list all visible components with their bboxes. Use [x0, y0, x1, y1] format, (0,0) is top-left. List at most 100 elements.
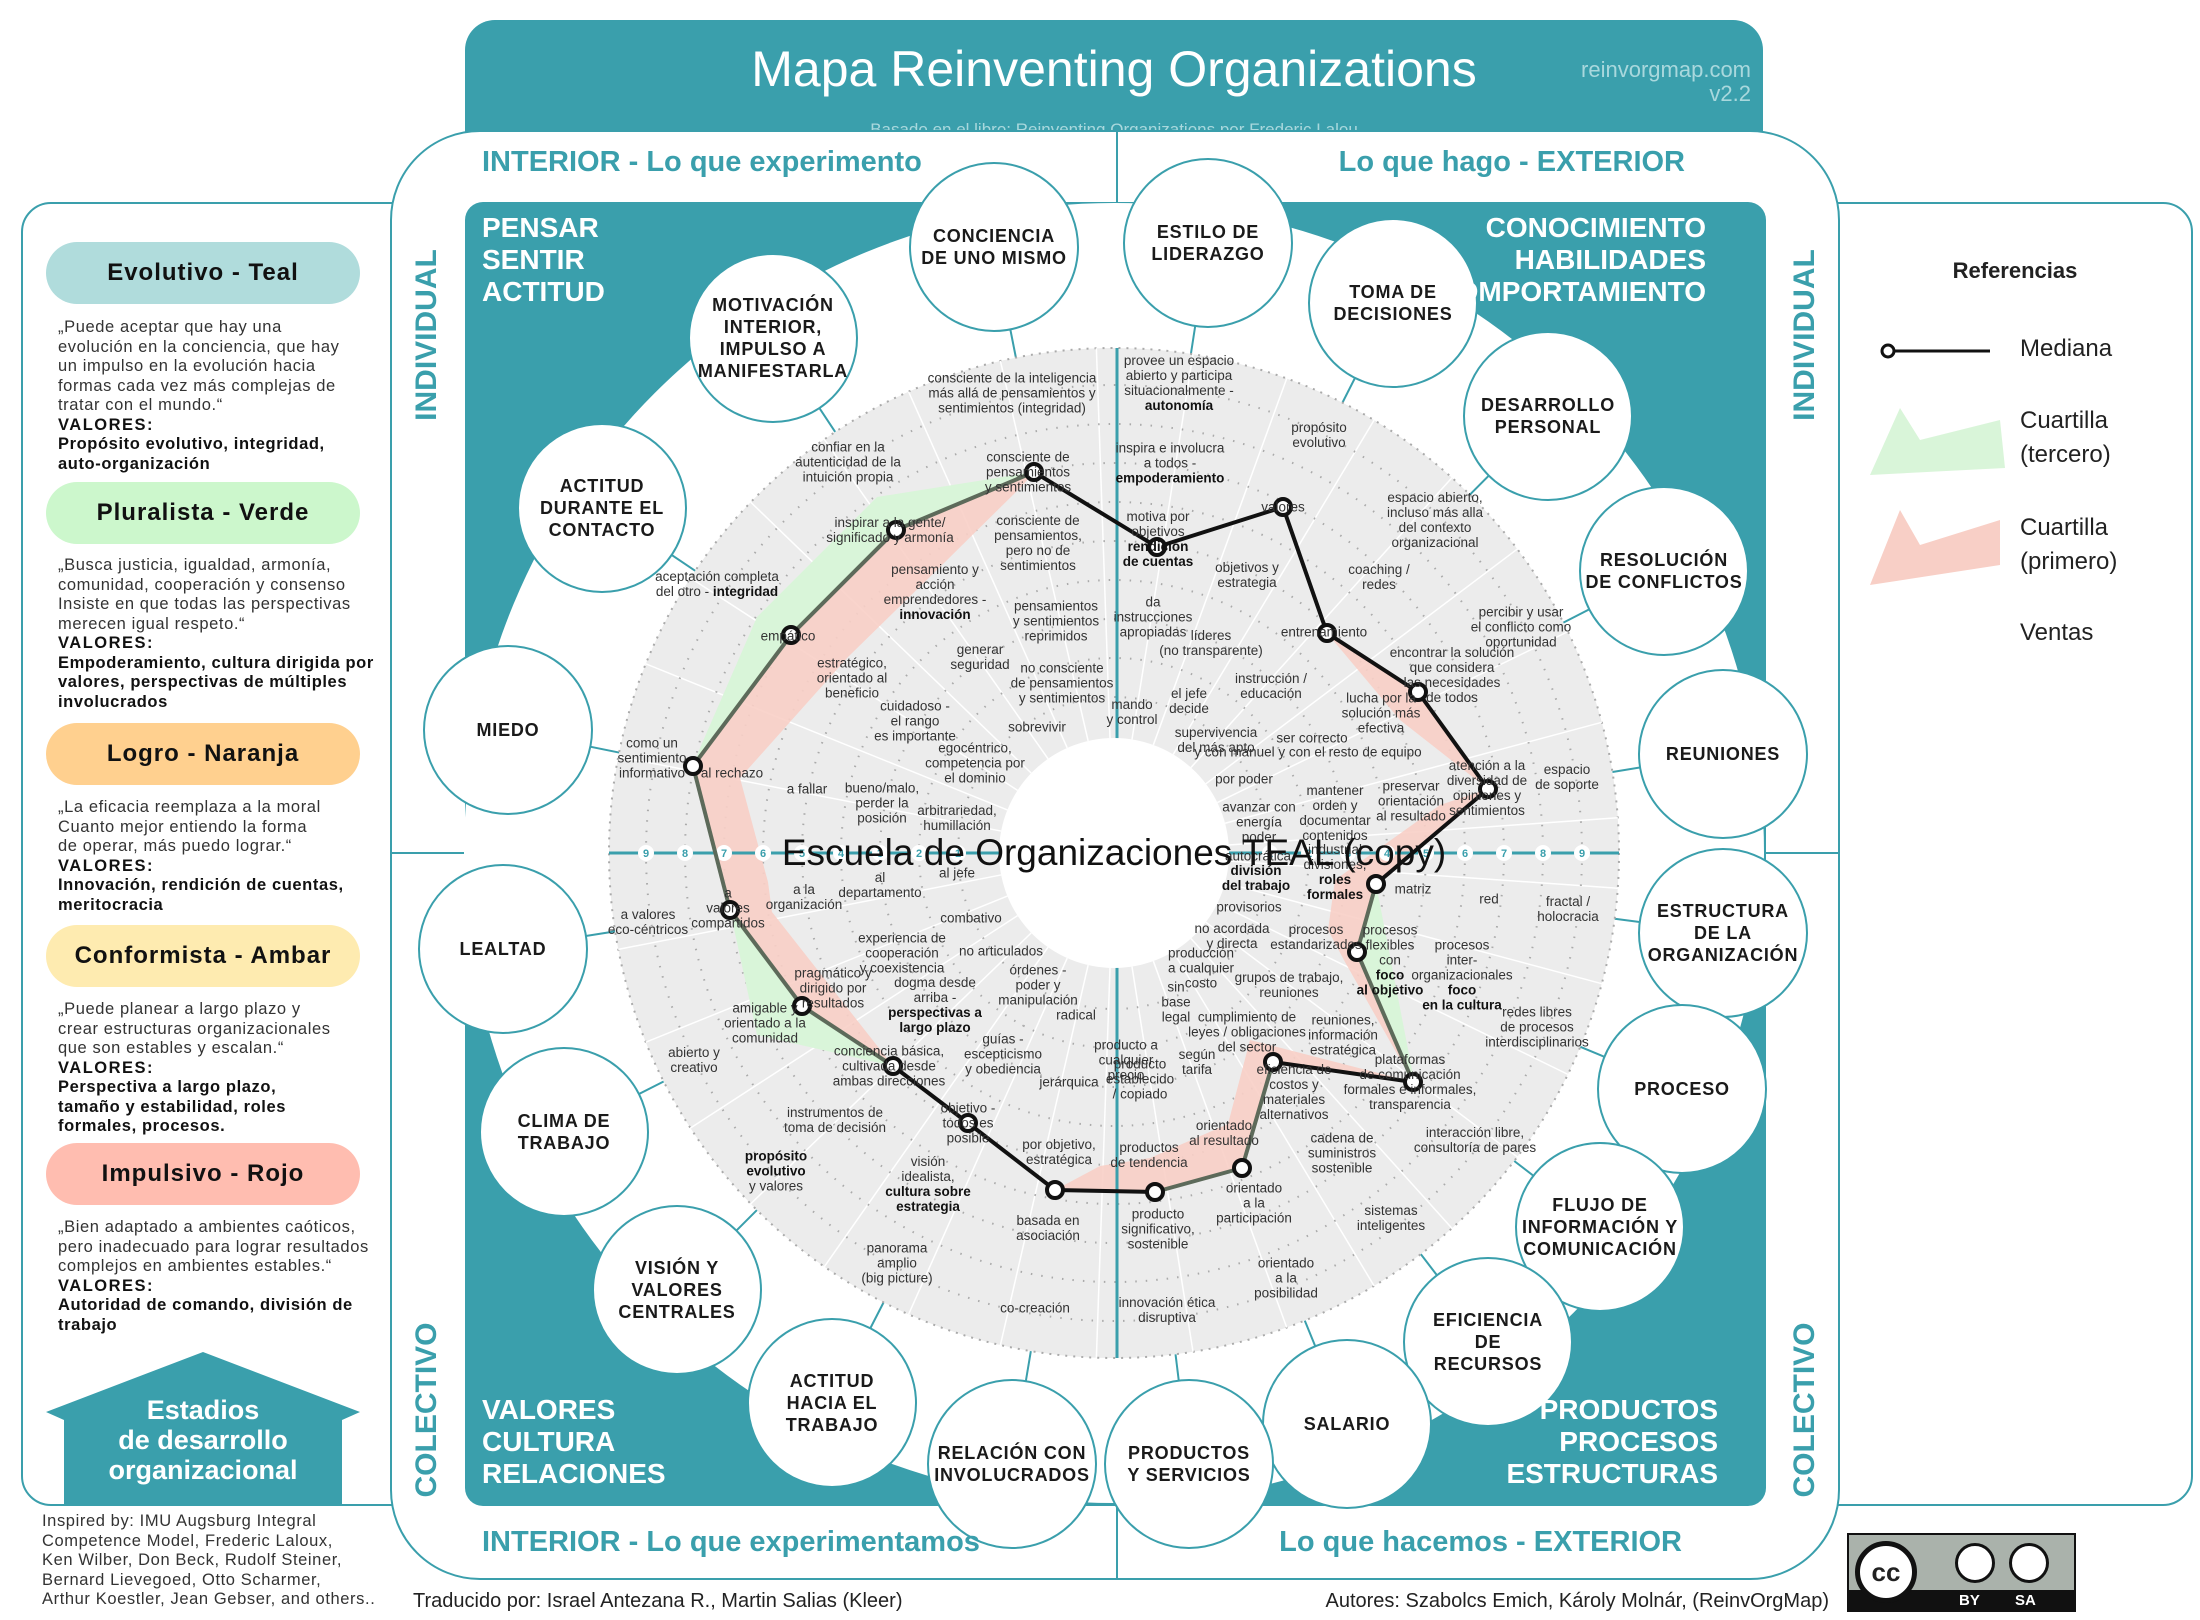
axis-tick-label: 7 — [721, 848, 727, 860]
topic-bubble[interactable]: MIEDO — [423, 645, 593, 815]
radar-label-emphasis: roles formales — [1306, 872, 1364, 902]
topic-bubble[interactable]: ACTITUD HACIA EL TRABAJO — [747, 1318, 917, 1488]
radar-label: líderes (no transparente) — [1159, 628, 1263, 658]
radar-label: al jefe — [939, 866, 975, 881]
radar-label: industrial divisiones, roles formales — [1303, 842, 1366, 902]
axis-tick-marker — [1496, 845, 1512, 861]
radar-label-text: procesos estandarizados — [1270, 922, 1362, 952]
median-segment — [1156, 505, 1284, 549]
radar-label: pensamiento y acción emprendedores - inn… — [884, 562, 987, 622]
share-alike-icon — [2009, 1543, 2049, 1583]
median-marker-icon — [1880, 343, 1896, 359]
radar-label-text: por objetivo, estratégica — [1022, 1137, 1096, 1167]
topic-bubble[interactable]: ESTILO DE LIDERAZGO — [1123, 158, 1293, 328]
radar-label: interacción libre, consultoría de pares — [1414, 1125, 1536, 1155]
radar-label: según tarifa — [1179, 1047, 1216, 1077]
radar-label: por poder — [1215, 772, 1273, 787]
radar-label: estratégico, orientado al beneficio — [817, 656, 888, 701]
radar-label-text: procesos flexibles con — [1362, 922, 1418, 968]
legend-median: Mediana — [2020, 335, 2113, 362]
radar-label: pensamientos y sentimientos reprimidos — [1013, 599, 1099, 644]
topic-bubble[interactable]: MOTIVACIÓN INTERIOR, IMPULSO A MANIFESTA… — [688, 253, 858, 423]
topic-bubble[interactable]: TOMA DE DECISIONES — [1308, 218, 1478, 388]
topic-bubble[interactable]: LEALTAD — [418, 864, 588, 1034]
radar-label: avanzar con energía poder — [1222, 800, 1296, 845]
median-segment — [691, 633, 793, 768]
topic-bubble[interactable]: VISIÓN Y VALORES CENTRALES — [592, 1205, 762, 1375]
radar-label-text: a valores compartidos — [691, 885, 765, 931]
radar-label: al departamento — [838, 870, 921, 900]
median-point — [1263, 1052, 1283, 1072]
radar-label-text: confiar en la autenticidad de la intuici… — [795, 439, 901, 485]
radar-label: co-creación — [1000, 1301, 1070, 1316]
legend-q3: Cuartilla (tercero) — [2020, 407, 2111, 468]
stage-description: „Busca justicia, igualdad, armonía, comu… — [58, 556, 428, 712]
radar-label-text: mantener orden y documentar contenidos — [1299, 783, 1371, 843]
median-segment — [1054, 1188, 1156, 1194]
stage-description: „Bien adaptado a ambientes caóticos, per… — [58, 1218, 428, 1335]
stage-description: „Puede planear a largo plazo y crear est… — [58, 1000, 428, 1137]
topic-bubble[interactable]: ACTITUD DURANTE EL CONTACTO — [517, 423, 687, 593]
radar-label: a fallar — [787, 782, 828, 797]
radar-label-text: basada en asociación — [1016, 1213, 1080, 1243]
axis-tick-marker — [638, 845, 654, 861]
radar-label: percibir y usar el conflicto como oportu… — [1471, 605, 1572, 650]
radar-spoke — [999, 964, 1089, 1346]
median-point — [1408, 682, 1428, 702]
radar-label-text: red — [1479, 891, 1499, 907]
topic-bubble[interactable]: CLIMA DE TRABAJO — [479, 1047, 649, 1217]
median-point — [1024, 462, 1044, 482]
radar-label: valores — [1261, 500, 1305, 515]
median-segment — [891, 1064, 970, 1125]
median-point — [1145, 1182, 1165, 1202]
radar-label-text: pensamientos y sentimientos reprimidos — [1012, 598, 1100, 644]
axis-tick-label: 5 — [1423, 848, 1429, 860]
topic-bubble[interactable]: ESTRUCTURA DE LA ORGANIZACIÓN — [1638, 848, 1808, 1018]
radar-spoke — [1217, 630, 1569, 804]
topic-bubble[interactable]: PRODUCTOS Y SERVICIOS — [1104, 1379, 1274, 1549]
topic-bubble[interactable]: SALARIO — [1262, 1339, 1432, 1509]
stage-values: Innovación, rendición de cuentas, merito… — [58, 876, 344, 914]
corner-label-tl: PENSAR SENTIR ACTITUD — [482, 212, 605, 307]
cc-license-badge[interactable]: cc BY SA — [1847, 1533, 2076, 1612]
axis-tick-label: 6 — [1462, 848, 1468, 860]
attribution-icon — [1955, 1543, 1995, 1583]
radar-label-text: supervivencia del más apto — [1174, 725, 1258, 755]
radar-label-text: producto significativo, sostenible — [1121, 1206, 1195, 1252]
topic-bubble[interactable]: RESOLUCIÓN DE CONFLICTOS — [1579, 486, 1749, 656]
topic-bubble[interactable]: DESARROLLO PERSONAL — [1463, 331, 1633, 501]
axis-tick-marker — [1340, 845, 1356, 861]
radar-label: espacio abierto, incluso más alla del co… — [1387, 490, 1483, 550]
radar-label: motiva por objetivos rendición de cuenta… — [1123, 509, 1194, 569]
median-segment — [1272, 1060, 1414, 1084]
axis-tick-marker — [677, 845, 693, 861]
median-segment — [1154, 1166, 1243, 1194]
median-segment — [1374, 787, 1490, 886]
radar-label: inspira e involucra a todos - empoderami… — [1116, 441, 1225, 486]
topic-bubble[interactable]: EFICIENCIA DE RECURSOS — [1403, 1257, 1573, 1427]
site-link[interactable]: reinvorgmap.com — [1581, 57, 1751, 82]
radar-label-text: consciente de la inteligencia más allá d… — [927, 370, 1097, 416]
topic-bubble[interactable]: REUNIONES — [1638, 669, 1808, 839]
topic-bubble[interactable]: CONCIENCIA DE UNO MISMO — [909, 162, 1079, 332]
radar-label-text: radical — [1056, 1007, 1096, 1023]
radar-label: aceptación completa del otro - integrida… — [655, 569, 779, 599]
median-point — [1232, 1158, 1252, 1178]
radar-label-text: preservar orientación al resultado — [1376, 778, 1446, 824]
radar-spoke — [999, 360, 1089, 742]
radar-spoke — [907, 391, 1068, 749]
radar-label-text: egocéntrico, competencia por el dominio — [925, 740, 1025, 786]
stage-quote: „Puede planear a largo plazo y crear est… — [58, 1000, 331, 1057]
axis-tick-label: 5 — [799, 848, 805, 860]
radar-label-text: percibir y usar el conflicto como oportu… — [1470, 604, 1572, 650]
radar-label-text: sobrevivir — [1008, 719, 1066, 735]
radar-label: eficiencia de costos y materiales altern… — [1256, 1062, 1331, 1122]
radar-label: confiar en la autenticidad de la intuici… — [795, 440, 901, 485]
stage-values: Autoridad de comando, división de trabaj… — [58, 1296, 353, 1334]
radar-label-text: y valores — [748, 1178, 804, 1194]
median-line — [683, 462, 1498, 1202]
topic-bubble[interactable]: RELACIÓN CON INVOLUCRADOS — [927, 1379, 1097, 1549]
radar-label: orientado a la posibilidad — [1254, 1256, 1318, 1301]
